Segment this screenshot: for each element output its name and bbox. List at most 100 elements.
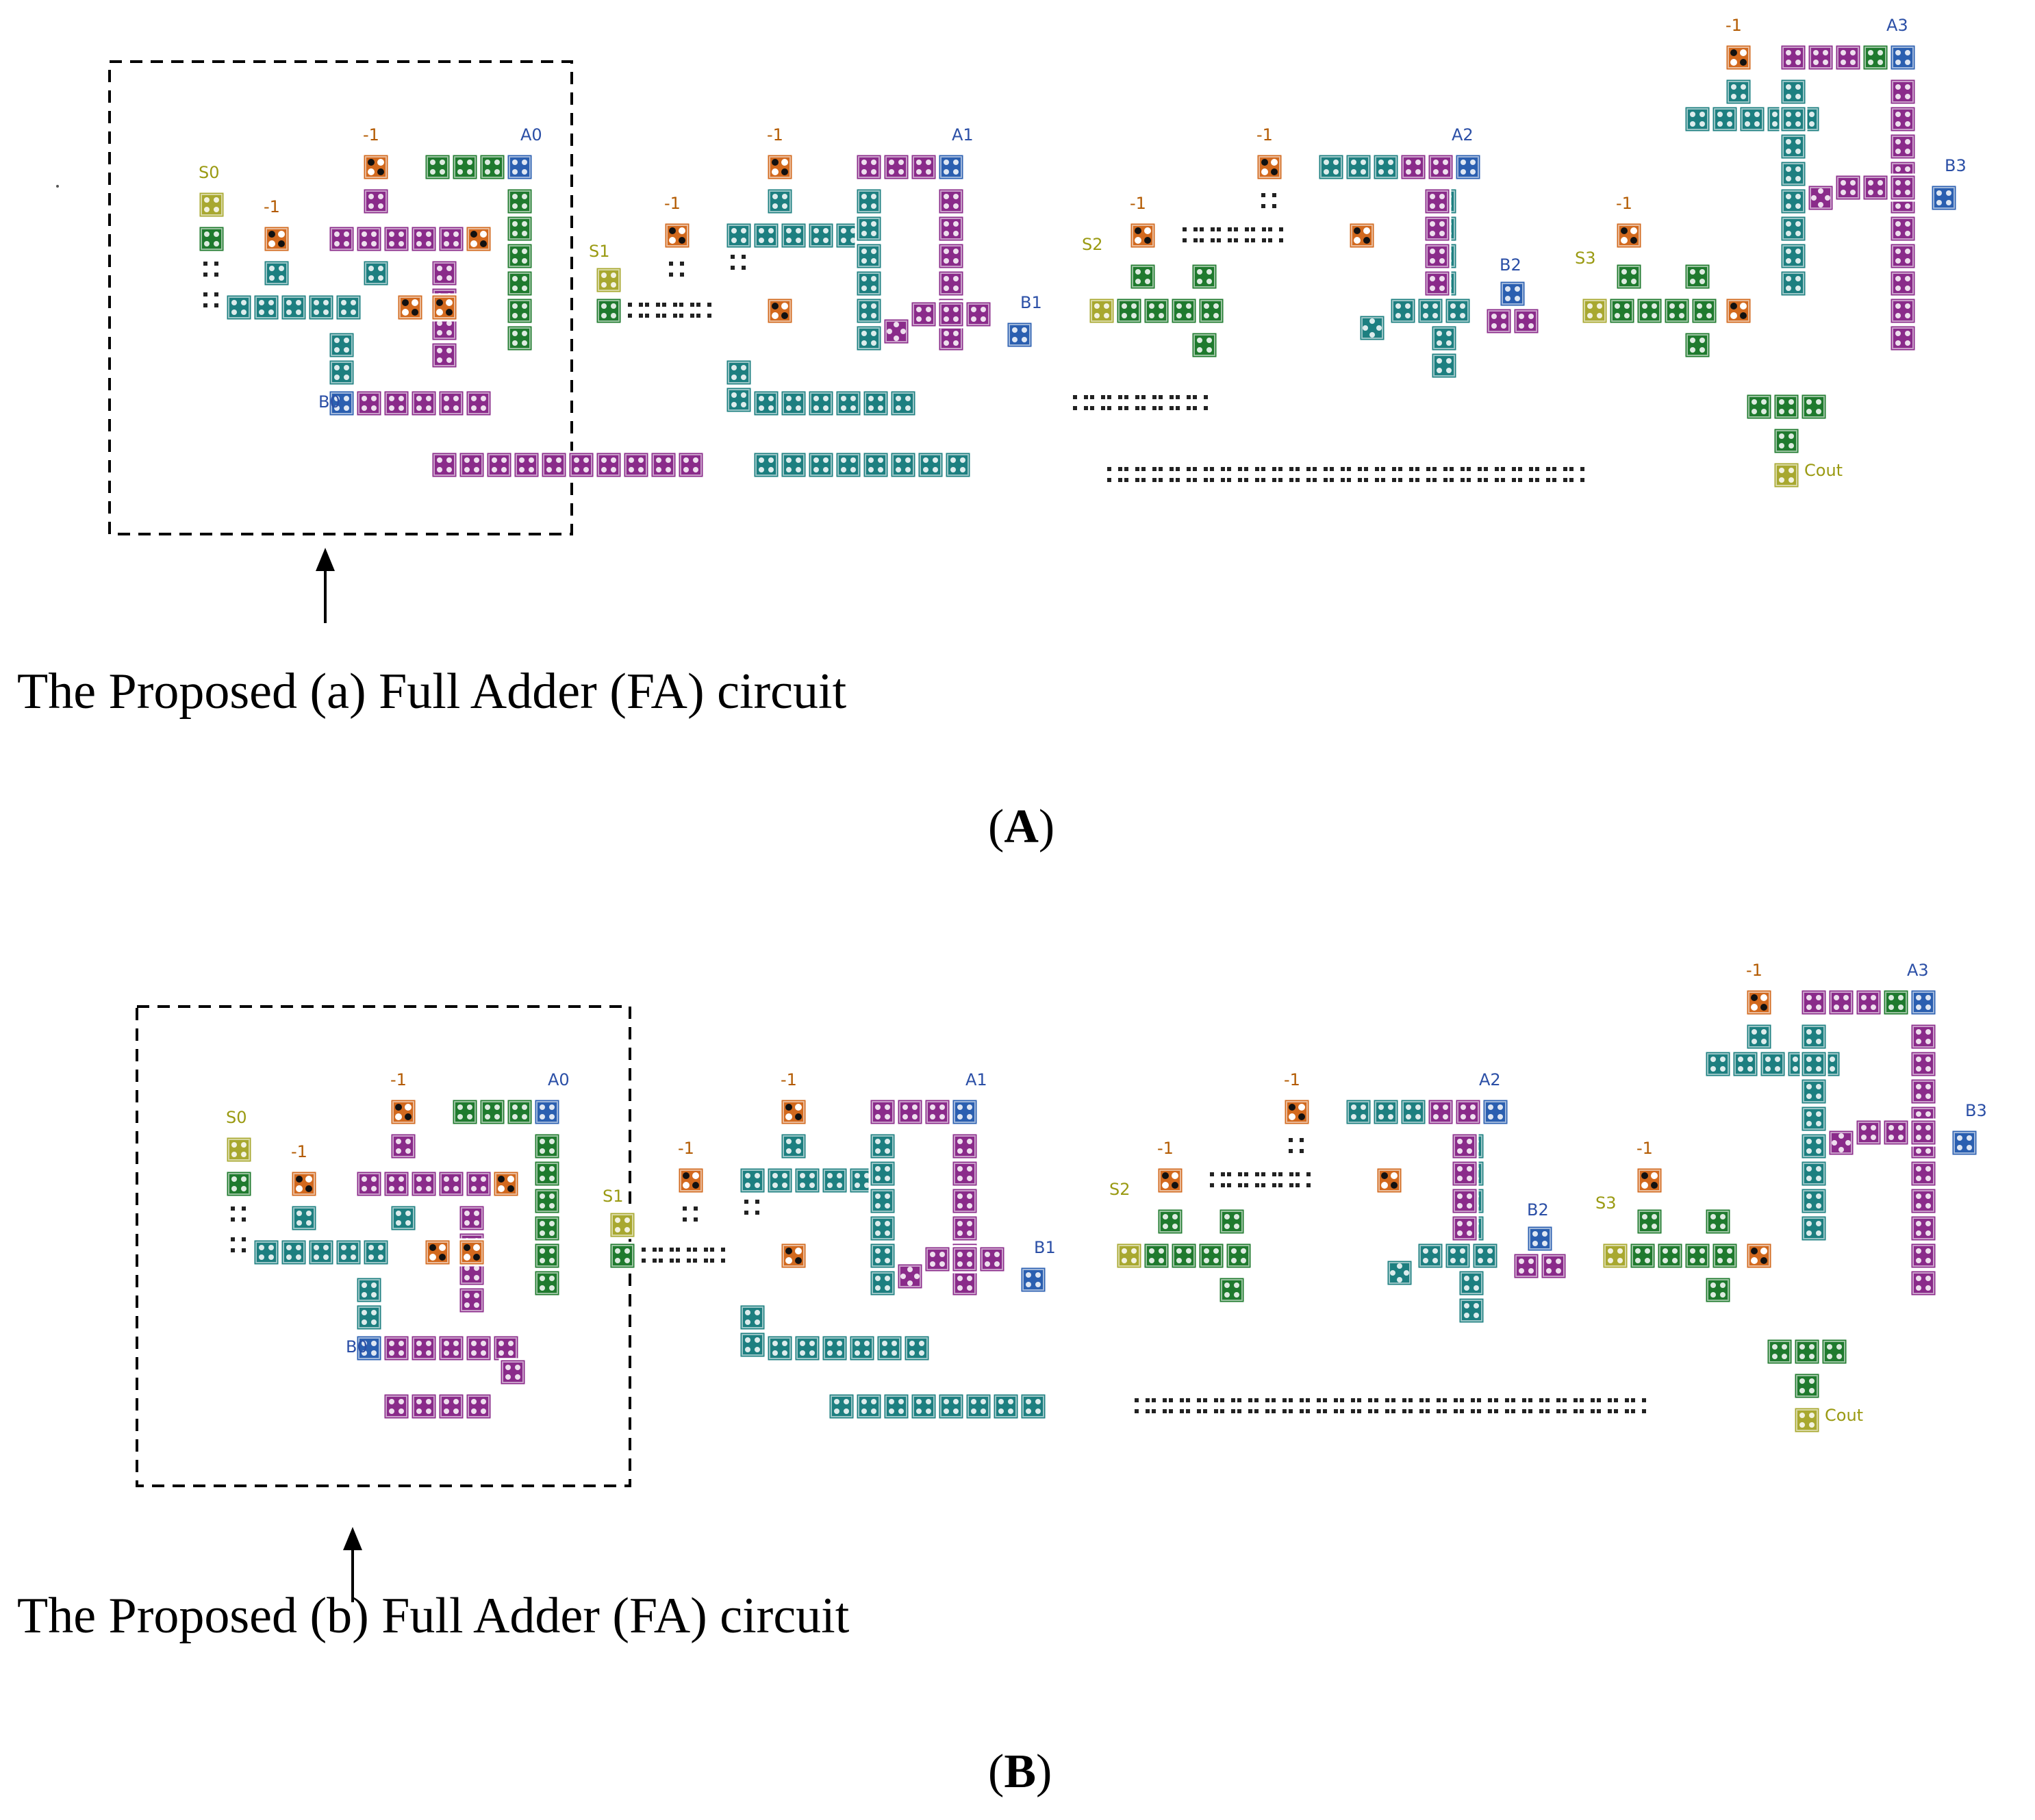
qca-cell-fixed [663,221,692,250]
qca-cell-clock3 [1289,1398,1304,1413]
qca-cell-clock1 [457,1286,486,1315]
qca-cell-clock0 [505,269,534,298]
qca-cell-clock3 [1364,467,1379,482]
panel-b-caption: The Proposed (b) Full Adder (FA) circuit [17,1588,850,1644]
qca-cell-clock3 [1381,467,1396,482]
label-fixed-4: -1 [678,1139,694,1158]
label-b1: B1 [1020,293,1042,312]
qca-cell-fixed [389,1098,418,1126]
qca-cell-clock3 [1289,1138,1304,1153]
qca-cell-clock0 [225,1170,253,1198]
qca-cell-clock2 [1389,296,1417,325]
qca-cell-clock2 [909,1392,938,1421]
qca-cell-clock0 [1765,1337,1794,1366]
qca-cell-clock1 [937,214,965,243]
qca-cell-clock1 [1888,324,1917,353]
qca-cell-clock1 [1450,1159,1479,1188]
panel-a-label: (A) [988,800,1055,853]
qca-cell-input [950,1098,979,1126]
qca-cell-clock3 [1597,1398,1612,1413]
qca-cell-input [327,389,356,418]
qca-cell-fixed [492,1170,520,1198]
qca-cell-clock3 [1090,395,1105,410]
qca-cell-clock2 [855,296,883,325]
qca-cell-clock3 [1152,1398,1167,1413]
qca-cell-clock1 [909,153,938,181]
qca-cell-clock3 [1450,467,1465,482]
qca-cell-clock1 [1426,1098,1455,1126]
qca-cell-clock1 [978,1245,1007,1274]
qca-cell-clock3 [1357,1398,1372,1413]
qca-cell-clock1 [950,1159,979,1188]
qca-cell-clock1 [1450,1187,1479,1215]
qca-cell-clock1 [464,1392,493,1421]
label-b1: B1 [1034,1238,1056,1257]
label-fixed-3: -1 [781,1070,797,1089]
qca-cell-clock1 [464,1334,493,1363]
label-b0: B0 [346,1337,368,1356]
qca-cell-clock1 [457,1204,486,1233]
qca-cell-clock3 [1295,1172,1311,1187]
qca-cell-clock3 [1261,467,1276,482]
qca-cell-clock1 [1909,1269,1938,1298]
qca-cell-fixed [1635,1166,1664,1195]
qca-cell-input [1454,153,1482,181]
qca-cell-fixed [1724,296,1753,325]
qca-cell-fixed [290,1170,318,1198]
qca-cell-clock2 [779,221,808,250]
qca-cell-clock2 [868,1132,897,1161]
qca-cell-clock2 [766,1334,794,1363]
qca-cell-clock2 [1724,77,1753,106]
qca-cell-clock2 [1779,214,1808,243]
qca-cell-clock3 [1563,1398,1578,1413]
label-s2: S2 [1082,235,1103,254]
qca-cell-clock3 [1391,1398,1406,1413]
qca-cell-clock1 [1909,1241,1938,1270]
qca-cell-clock1 [1806,184,1835,212]
qca-cell-clock2 [861,389,890,418]
qca-cell-clock2 [875,1334,904,1363]
qca-cell-clock0 [594,296,623,325]
qca-cell-clock1 [1854,1118,1883,1147]
qca-cell-clock2 [1779,187,1808,216]
qca-cell-clock0 [533,1269,561,1298]
qca-cell-clock3 [1323,1398,1338,1413]
qca-cell-clock2 [1317,153,1345,181]
qca-cell-clock2 [855,242,883,270]
qca-cell-clock1 [1423,187,1452,216]
qca-cell-clock0 [1170,1241,1198,1270]
qca-cell-clock2 [779,389,808,418]
qca-cell-clock2 [1799,1159,1828,1188]
qca-cell-clock3 [1398,467,1413,482]
qca-cell-clock2 [848,1334,876,1363]
qca-cell-fixed [1128,221,1157,250]
qca-cell-clock1 [437,1170,466,1198]
qca-cell-output [1601,1241,1630,1270]
qca-cell-clock3 [1268,227,1283,242]
label-fixed-1: -1 [390,1070,407,1089]
qca-cell-clock0 [1197,296,1226,325]
qca-cell-clock1 [622,451,650,479]
qca-cell-clock3 [1203,1398,1218,1413]
qca-cell-clock2 [724,221,753,250]
qca-cell-clock3 [1193,395,1208,410]
qca-cell-clock0 [451,153,479,181]
qca-cell-clock2 [1779,242,1808,270]
qca-cell-clock2 [868,1269,897,1298]
qca-cell-clock3 [1217,227,1232,242]
label-b3: B3 [1945,156,1967,175]
qca-cell-clock2 [991,1392,1020,1421]
qca-cell-clock2 [779,451,808,479]
qca-cell-clock3 [1313,467,1328,482]
qca-cell-clock2 [1758,1050,1787,1078]
qca-cell-clock1 [1909,1159,1938,1188]
label-cout: Cout [1804,461,1843,480]
qca-cell-clock1 [950,1269,979,1298]
qca-cell-clock2 [1344,153,1373,181]
qca-cell-clock2 [807,451,835,479]
qca-cell-clock0 [1799,392,1828,421]
qca-cell-clock2 [1399,1098,1428,1126]
qca-cell-clock0 [1628,1241,1657,1270]
label-fixed-7: -1 [1726,16,1742,35]
